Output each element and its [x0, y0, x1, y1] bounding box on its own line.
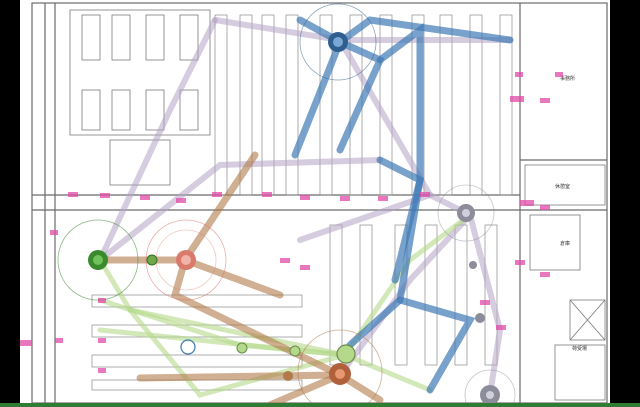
shelving-top [214, 14, 513, 196]
room-label-rest: 休憩室 [555, 183, 570, 190]
top-left-rooms [69, 9, 211, 186]
room-label-office: 事務所 [560, 75, 575, 82]
hub-rings [57, 3, 516, 407]
room-labels: 事務所 休憩室 倉庫 荷受場 [555, 75, 587, 352]
left-border [0, 0, 20, 407]
right-rooms [524, 164, 606, 401]
bottom-status-bar [0, 403, 640, 407]
hubs [88, 32, 500, 405]
pink-markers [20, 72, 563, 373]
small-nodes [146, 254, 485, 381]
blue-routes [291, 16, 514, 394]
room-label-storage: 倉庫 [560, 240, 570, 247]
right-border [610, 0, 640, 407]
room-label-receiving: 荷受場 [572, 345, 587, 352]
